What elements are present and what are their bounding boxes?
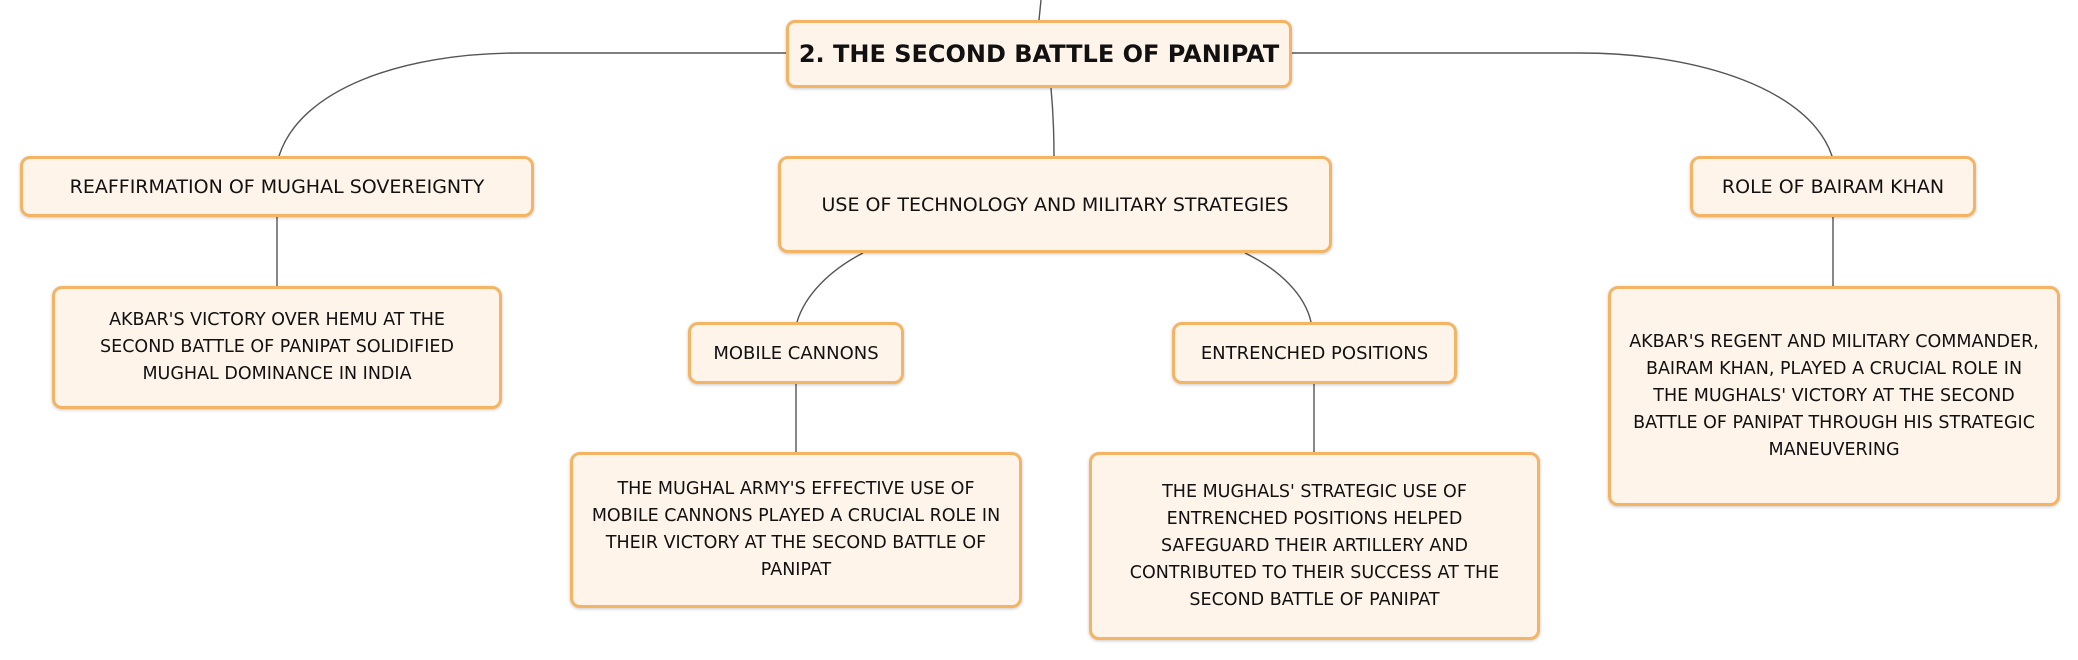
detail-text-cannons: THE MUGHAL ARMY'S EFFECTIVE USE OF MOBIL…: [591, 479, 1001, 580]
connector-root-bairam: [1292, 52, 1833, 157]
detail-text-sovereignty: AKBAR'S VICTORY OVER HEMU AT THE SECOND …: [100, 310, 454, 384]
detail-node-bairam[interactable]: AKBAR'S REGENT AND MILITARY COMMANDER, B…: [1608, 286, 2060, 506]
connector-root-sovereignty: [278, 52, 786, 157]
detail-text-entrenched: THE MUGHALS' STRATEGIC USE OF ENTRENCHED…: [1129, 481, 1500, 610]
topic-label-sovereignty: REAFFIRMATION OF MUGHAL SOVEREIGNTY: [69, 175, 485, 198]
subtopic-label-cannons: MOBILE CANNONS: [713, 342, 879, 364]
connector-technology-entrenched: [1244, 252, 1312, 323]
detail-node-sovereignty[interactable]: AKBAR'S VICTORY OVER HEMU AT THE SECOND …: [52, 286, 502, 409]
detail-text-bairam: AKBAR'S REGENT AND MILITARY COMMANDER, B…: [1629, 331, 2039, 460]
root-node[interactable]: 2. THE SECOND BATTLE OF PANIPAT: [786, 20, 1292, 88]
topic-node-sovereignty[interactable]: REAFFIRMATION OF MUGHAL SOVEREIGNTY: [20, 156, 534, 217]
detail-node-cannons[interactable]: THE MUGHAL ARMY'S EFFECTIVE USE OF MOBIL…: [570, 452, 1022, 608]
subtopic-node-cannons[interactable]: MOBILE CANNONS: [688, 322, 904, 384]
connector-root-parent: [1038, 0, 1042, 21]
topic-label-bairam: ROLE OF BAIRAM KHAN: [1721, 175, 1945, 198]
subtopic-node-entrenched[interactable]: ENTRENCHED POSITIONS: [1172, 322, 1457, 384]
connector-technology-cannons: [796, 252, 864, 323]
root-label: 2. THE SECOND BATTLE OF PANIPAT: [798, 40, 1280, 68]
topic-label-technology: USE OF TECHNOLOGY AND MILITARY STRATEGIE…: [821, 193, 1289, 216]
detail-node-entrenched[interactable]: THE MUGHALS' STRATEGIC USE OF ENTRENCHED…: [1089, 452, 1540, 640]
topic-node-bairam[interactable]: ROLE OF BAIRAM KHAN: [1690, 156, 1976, 217]
connector-root-technology: [1050, 87, 1055, 157]
topic-node-technology[interactable]: USE OF TECHNOLOGY AND MILITARY STRATEGIE…: [778, 156, 1332, 253]
subtopic-label-entrenched: ENTRENCHED POSITIONS: [1200, 342, 1429, 364]
